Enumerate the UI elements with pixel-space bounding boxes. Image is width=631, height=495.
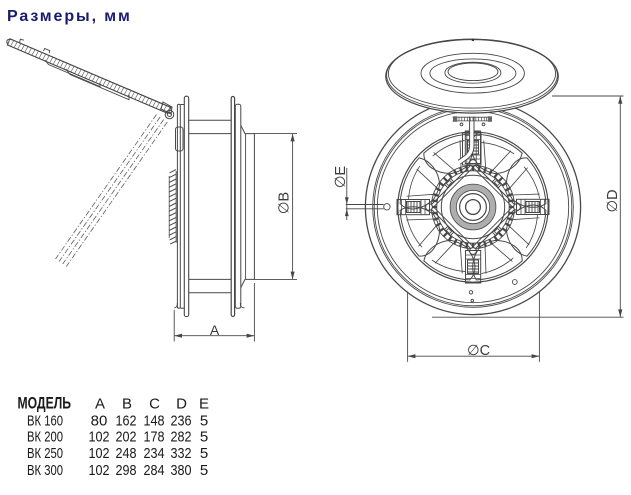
svg-text:A: A <box>95 396 105 413</box>
svg-text:148: 148 <box>144 413 165 430</box>
svg-text:234: 234 <box>144 445 165 462</box>
svg-text:236: 236 <box>171 413 192 430</box>
svg-text:282: 282 <box>171 429 192 446</box>
svg-text:5: 5 <box>200 413 208 430</box>
svg-text:B: B <box>122 396 132 413</box>
svg-text:ВК 200: ВК 200 <box>27 429 63 446</box>
svg-text:∅E: ∅E <box>333 166 349 189</box>
svg-text:ВК 300: ВК 300 <box>27 462 63 479</box>
svg-text:МОДЕЛЬ: МОДЕЛЬ <box>18 395 72 413</box>
svg-text:298: 298 <box>116 462 137 479</box>
svg-text:80: 80 <box>91 413 108 430</box>
svg-text:102: 102 <box>89 429 110 446</box>
svg-text:102: 102 <box>89 462 110 479</box>
svg-text:C: C <box>149 396 160 413</box>
svg-text:162: 162 <box>116 413 137 430</box>
svg-text:∅B: ∅B <box>277 192 293 214</box>
svg-text:5: 5 <box>200 462 208 479</box>
svg-text:332: 332 <box>171 445 192 462</box>
svg-text:178: 178 <box>144 429 165 446</box>
svg-text:Размеры, мм: Размеры, мм <box>7 8 132 25</box>
svg-text:284: 284 <box>144 462 165 479</box>
svg-text:D: D <box>176 396 187 413</box>
svg-text:∅C: ∅C <box>467 343 490 359</box>
svg-text:ВК 250: ВК 250 <box>27 445 63 462</box>
svg-text:202: 202 <box>116 429 137 446</box>
svg-text:380: 380 <box>171 462 192 479</box>
svg-text:∅D: ∅D <box>605 189 621 212</box>
svg-text:E: E <box>199 396 209 413</box>
svg-text:5: 5 <box>200 429 208 446</box>
svg-text:248: 248 <box>116 445 137 462</box>
svg-text:ВК 160: ВК 160 <box>27 413 63 430</box>
svg-text:5: 5 <box>200 445 208 462</box>
svg-text:A: A <box>210 322 220 338</box>
svg-text:102: 102 <box>89 445 110 462</box>
